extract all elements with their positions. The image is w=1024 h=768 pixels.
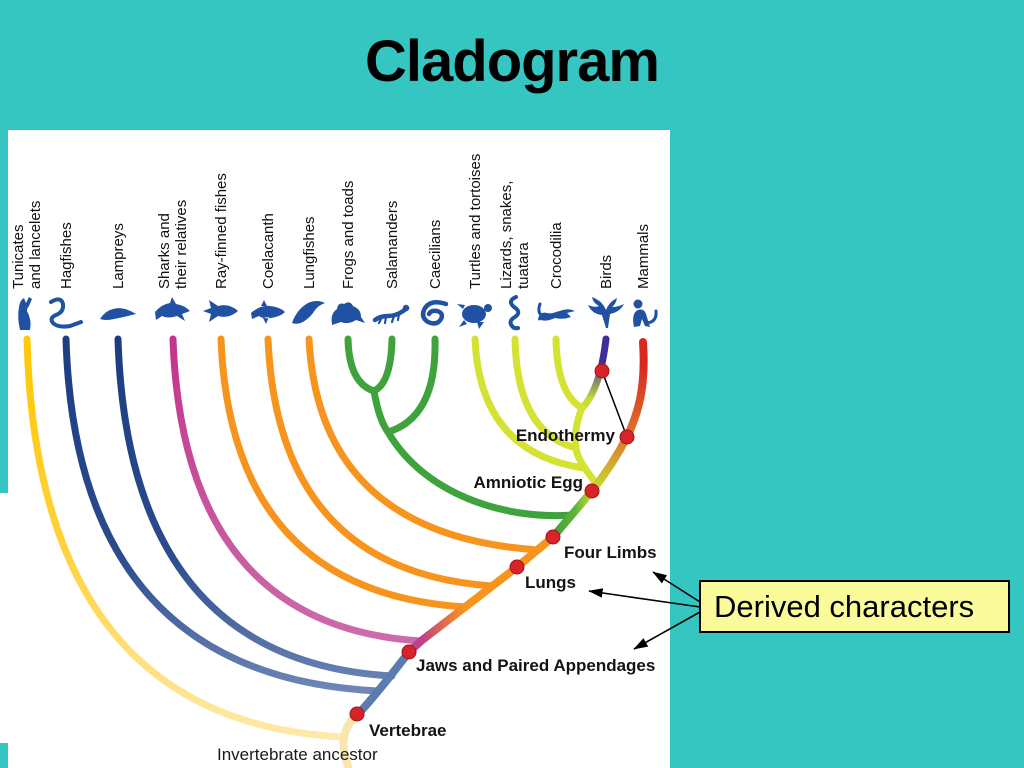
branch-crocodilia <box>552 335 586 412</box>
node-jaws <box>401 644 417 660</box>
character-label-vertebrae: Vertebrae <box>369 721 447 740</box>
taxon-label-frogs-and-toads: Frogs and toads <box>340 181 357 289</box>
branch-turtles-and-tortoises <box>471 335 588 472</box>
trunk-fourlimbs-amniote <box>549 487 596 541</box>
rayfinned-fish-icon <box>203 300 238 322</box>
trunk-jaws-lungs <box>417 563 521 645</box>
taxon-label-tunicates: Tunicatesand lancelets <box>10 201 44 289</box>
turtle-icon <box>457 304 492 329</box>
frog-icon <box>331 302 365 325</box>
branch-hagfishes <box>62 335 382 695</box>
trunk-lungs-fourlimbs <box>513 533 557 571</box>
derived-characters-callout: Derived characters <box>699 580 1010 633</box>
endothermy-connector <box>601 370 628 438</box>
taxon-label-hagfishes: Hagfishes <box>58 222 75 289</box>
taxon-label-birds: Birds <box>598 255 615 289</box>
coelacanth-icon <box>251 300 285 324</box>
character-label-endothermy: Endothermy <box>516 426 616 445</box>
slide-title: Cladogram <box>365 29 660 94</box>
character-label-amniotic-egg: Amniotic Egg <box>473 473 583 492</box>
branch-lungfishes <box>305 335 542 554</box>
branch-birds <box>578 335 610 412</box>
monkey-icon <box>633 299 658 327</box>
callout-arrow-1 <box>652 571 701 603</box>
amphibian-stem-lower <box>384 428 576 520</box>
callout-arrow-2 <box>588 588 701 608</box>
taxon-label-coelacanth: Coelacanth <box>260 213 277 289</box>
taxon-label-lungfishes: Lungfishes <box>301 216 318 289</box>
branch-coelacanth <box>264 335 496 590</box>
taxon-label-ray-finned-fishes: Ray-finned fishes <box>213 173 230 289</box>
node-endothermy <box>619 429 635 445</box>
node-amniotic-egg <box>584 483 600 499</box>
lungfish-icon <box>292 301 325 324</box>
taxon-label-salamanders: Salamanders <box>384 201 401 289</box>
ancestor-label: Invertebrate ancestor <box>217 745 378 764</box>
taxon-label-lampreys: Lampreys <box>110 223 127 289</box>
taxon-label-caecilians: Caecilians <box>427 220 444 289</box>
node-lungs <box>509 559 525 575</box>
taxon-label-sharks-and: Sharks andtheir relatives <box>156 200 190 289</box>
branch-lizards-snakes- <box>511 335 580 452</box>
trunk-mammal-tip <box>623 338 648 441</box>
callout-label: Derived characters <box>714 588 975 624</box>
lamprey-icon <box>100 308 136 320</box>
branch-tunicates <box>23 335 348 741</box>
character-label-jaws: Jaws and Paired Appendages <box>416 656 655 675</box>
caecilian-icon <box>420 299 449 326</box>
character-label-four-limbs: Four Limbs <box>564 543 657 562</box>
hagfish-icon <box>49 297 83 329</box>
snake-icon <box>508 295 521 331</box>
branch-sharks-and <box>169 335 425 645</box>
shark-icon <box>155 297 190 321</box>
node-four-limbs <box>545 529 561 545</box>
salamander-icon <box>372 304 410 325</box>
branch-lampreys <box>114 335 396 680</box>
branch-frogs-and-toads <box>344 335 378 395</box>
taxon-label-lizards-snakes-: Lizards, snakes,tuatara <box>498 181 532 289</box>
callout-arrow-3 <box>633 611 701 650</box>
branch-ray-finned-fishes <box>217 335 469 611</box>
node-endothermy-birds <box>594 363 610 379</box>
character-label-lungs: Lungs <box>525 573 576 592</box>
bird-icon <box>588 297 624 328</box>
diagram-panel-notch <box>0 493 8 743</box>
branch-caecilians <box>384 335 439 436</box>
taxon-label-mammals: Mammals <box>635 224 652 289</box>
taxon-label-crocodilia: Crocodilia <box>548 222 565 289</box>
crocodile-icon <box>537 302 575 321</box>
reptile-stem <box>571 404 601 489</box>
node-vertebrae <box>349 706 365 722</box>
tunicate-icon <box>18 297 32 330</box>
taxon-label-turtles-and-tortoises: Turtles and tortoises <box>467 154 484 289</box>
